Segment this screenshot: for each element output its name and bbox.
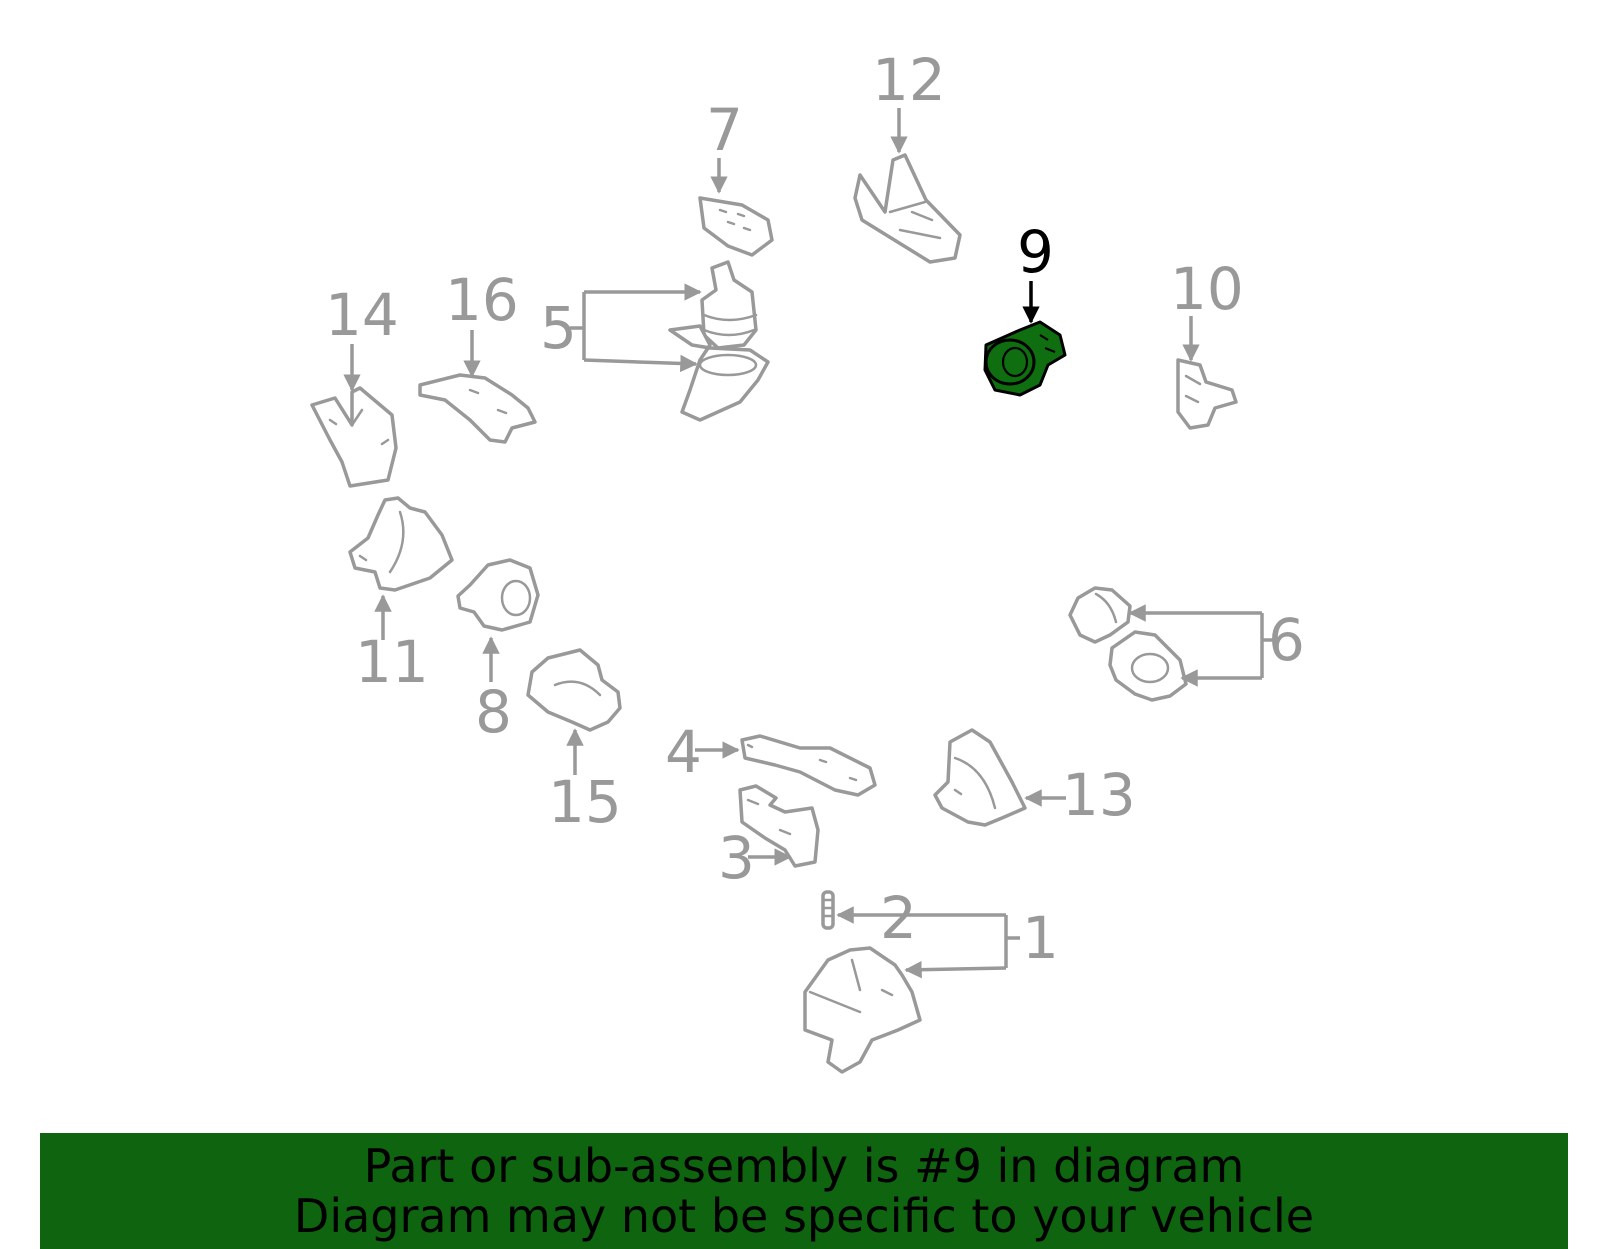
part-7-bracket[interactable] bbox=[698, 196, 774, 257]
part-2-stud[interactable] bbox=[821, 890, 835, 930]
callout-9-label: 9 bbox=[1017, 218, 1054, 286]
callout-8: 8 bbox=[475, 636, 512, 746]
callout-15: 15 bbox=[548, 728, 622, 836]
callout-8-label: 8 bbox=[475, 678, 512, 746]
callout-13-label: 13 bbox=[1062, 761, 1136, 829]
callout-1-2: 2 1 bbox=[836, 884, 1059, 979]
banner-line-1: Part or sub-assembly is #9 in diagram bbox=[363, 1139, 1245, 1193]
callout-15-label: 15 bbox=[548, 768, 622, 836]
callout-12: 12 bbox=[872, 46, 946, 154]
callout-11-label: 11 bbox=[355, 628, 429, 696]
callout-11: 11 bbox=[355, 594, 429, 696]
callout-4-label: 4 bbox=[665, 718, 702, 786]
callout-5: 5 bbox=[540, 283, 702, 373]
callout-12-label: 12 bbox=[872, 46, 946, 114]
part-16-bracket[interactable] bbox=[418, 373, 537, 444]
parts-diagram: 7 12 9 10 5 bbox=[310, 46, 1305, 1074]
callout-10-label: 10 bbox=[1170, 255, 1244, 323]
info-banner: Part or sub-assembly is #9 in diagram Di… bbox=[40, 1133, 1568, 1249]
callout-6: 6 bbox=[1128, 604, 1305, 687]
callout-14: 14 bbox=[325, 281, 399, 392]
callout-2-label: 2 bbox=[880, 884, 917, 952]
callout-16: 16 bbox=[445, 266, 519, 378]
part-13-bracket[interactable] bbox=[933, 728, 1027, 827]
part-10-bracket[interactable] bbox=[1176, 358, 1238, 430]
callout-13: 13 bbox=[1024, 761, 1136, 829]
part-14-bracket[interactable] bbox=[310, 386, 398, 488]
part-11-bracket[interactable] bbox=[348, 496, 454, 592]
part-9-mount[interactable] bbox=[983, 320, 1067, 397]
callout-16-label: 16 bbox=[445, 266, 519, 334]
part-4-crossmember[interactable] bbox=[740, 734, 877, 797]
part-1-mount[interactable] bbox=[803, 946, 922, 1074]
callout-7-label: 7 bbox=[706, 96, 743, 164]
part-12-bracket[interactable] bbox=[853, 153, 962, 264]
part-3-bracket[interactable] bbox=[738, 784, 820, 868]
callout-9: 9 bbox=[1017, 218, 1054, 324]
callout-7: 7 bbox=[706, 96, 743, 194]
part-8-mount[interactable] bbox=[456, 558, 540, 632]
callout-4: 4 bbox=[665, 718, 740, 786]
callout-14-label: 14 bbox=[325, 281, 399, 349]
callout-1-label: 1 bbox=[1022, 904, 1059, 972]
part-5-mount[interactable] bbox=[668, 260, 770, 422]
part-15-bracket[interactable] bbox=[526, 648, 622, 732]
banner-line-2: Diagram may not be specific to your vehi… bbox=[293, 1189, 1315, 1243]
callout-3: 3 bbox=[718, 824, 792, 892]
part-6-mounts[interactable] bbox=[1068, 586, 1188, 702]
callout-10: 10 bbox=[1170, 255, 1244, 362]
